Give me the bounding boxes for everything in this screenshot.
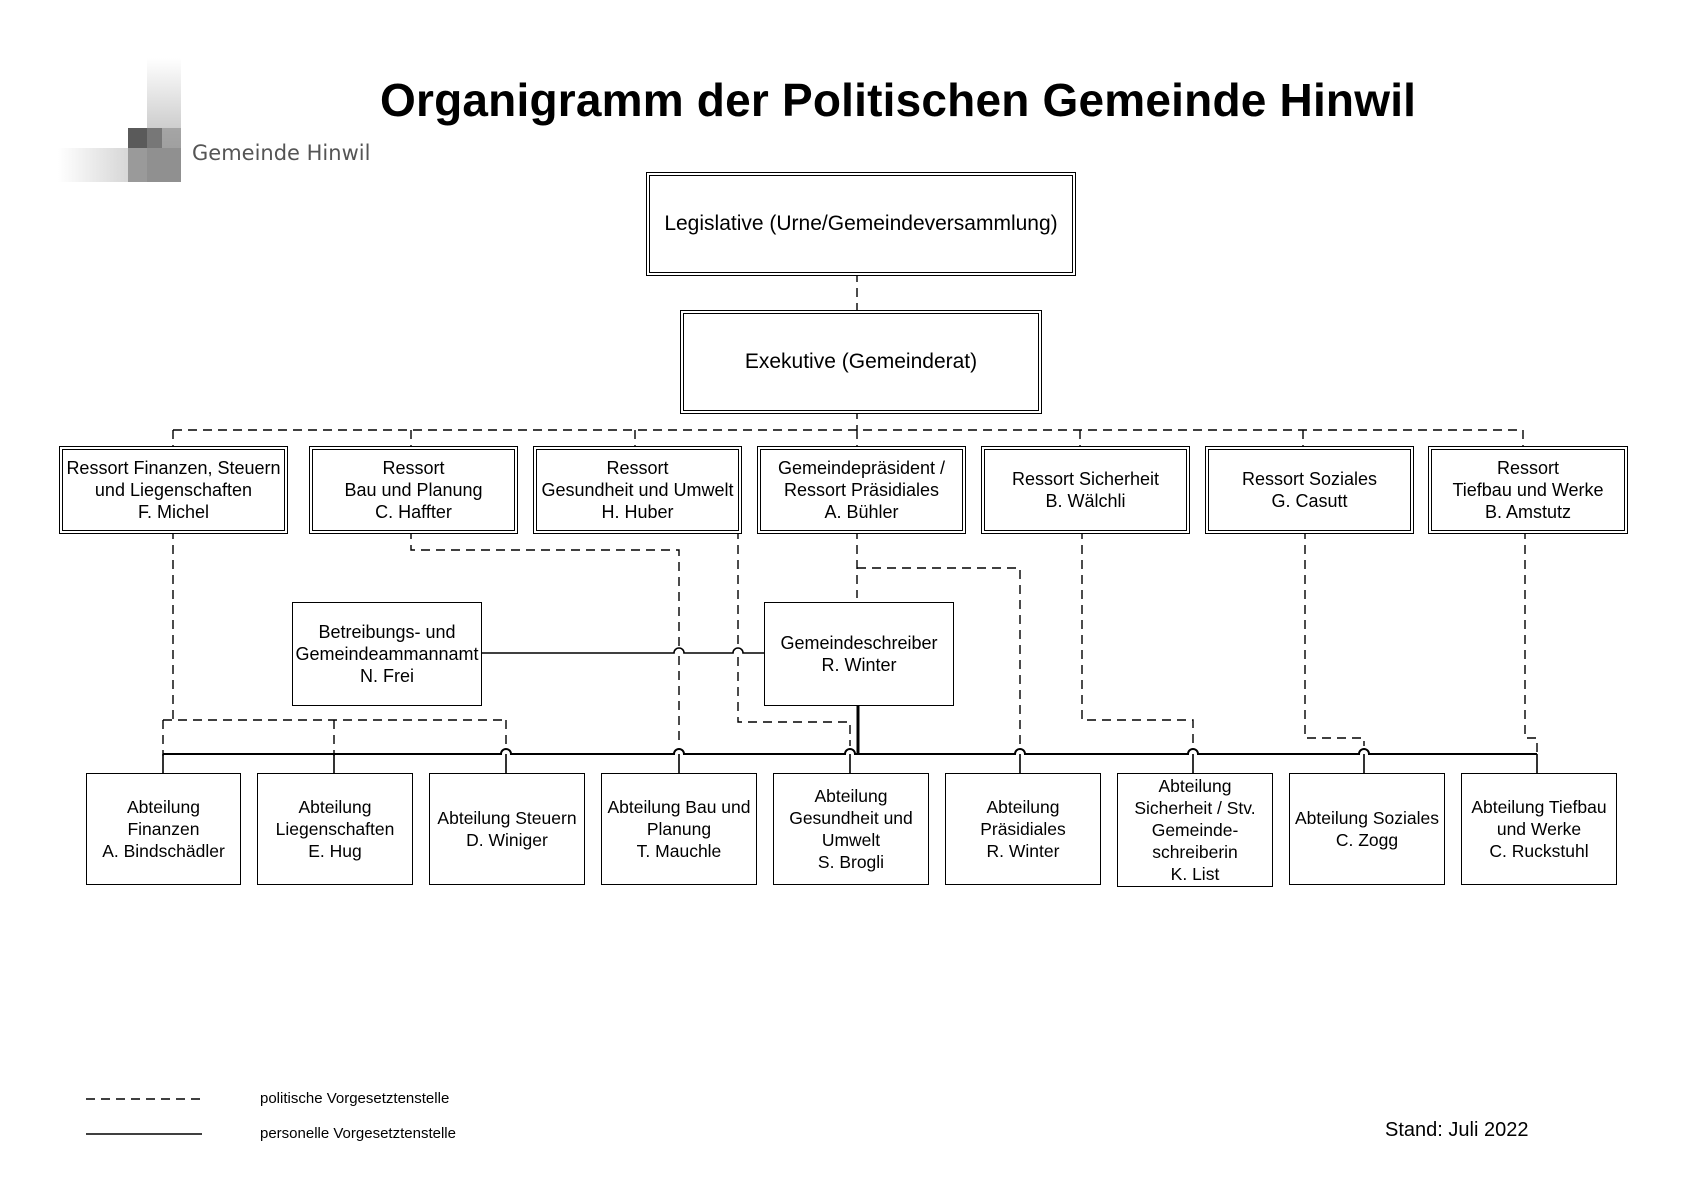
abteilung-drops [162,754,1538,773]
abteilung-tiefbau-box: Abteilung Tiefbau und Werke C. Ruckstuhl [1461,773,1617,885]
ressort-sicherheit-box: Ressort Sicherheit B. Wälchli [981,446,1190,534]
abteilung-sicherheit-box: Abteilung Sicherheit / Stv. Gemeinde- sc… [1117,773,1273,887]
praesident-political-line [856,530,1021,746]
abteilung-liegenschaften-box: Abteilung Liegenschaften E. Hug [257,773,413,885]
abteilung-gesundheit-box: Abteilung Gesundheit und Umwelt S. Brogl… [773,773,929,885]
ressort-soziales-box: Ressort Soziales G. Casutt [1205,446,1414,534]
ressort-drops [172,430,1524,446]
tiefbau-political-line [1524,530,1538,752]
soziales-political-line [1304,530,1365,746]
bau-political-line [410,530,680,746]
abteilung-bus-line [163,748,1537,755]
gemeindeschreiber-box: Gemeindeschreiber R. Winter [764,602,954,706]
abteilung-soziales-box: Abteilung Soziales C. Zogg [1289,773,1445,885]
ressort-bau-box: Ressort Bau und Planung C. Haffter [309,446,518,534]
finanzen-political-line [162,530,507,756]
sicherheit-political-line [1081,530,1194,746]
betreibungsamt-box: Betreibungs- und Gemeindeammannamt N. Fr… [292,602,482,706]
legend-solid-label: personelle Vorgesetztenstelle [260,1125,456,1142]
ressort-tiefbau-box: Ressort Tiefbau und Werke B. Amstutz [1428,446,1628,534]
solid-personnel-lines [162,647,1538,773]
ressort-praesidiales-box: Gemeindepräsident / Ressort Präsidiales … [757,446,966,534]
dashed-political-lines [162,273,1538,756]
betreibung-schreiber-link [481,647,764,654]
ressort-gesundheit-box: Ressort Gesundheit und Umwelt H. Huber [533,446,742,534]
page-title: Organigramm der Politischen Gemeinde Hin… [380,74,1417,126]
abteilung-steuern-box: Abteilung Steuern D. Winiger [429,773,585,885]
logo-text: Gemeinde Hinwil [192,141,371,165]
gemeinde-hinwil-logo [58,58,181,182]
legend-dashed-label: politische Vorgesetztenstelle [260,1090,450,1107]
abteilung-praesidiales-box: Abteilung Präsidiales R. Winter [945,773,1101,885]
abteilung-bau-box: Abteilung Bau und Planung T. Mauchle [601,773,757,885]
ressort-finanzen-box: Ressort Finanzen, Steuern und Liegenscha… [59,446,288,534]
stand-date: Stand: Juli 2022 [1385,1119,1529,1141]
abteilung-finanzen-box: Abteilung Finanzen A. Bindschädler [86,773,241,885]
legislative-box: Legislative (Urne/Gemeindeversammlung) [646,172,1076,276]
executive-box: Exekutive (Gemeinderat) [680,310,1042,414]
gesundheit-political-line [737,530,851,746]
